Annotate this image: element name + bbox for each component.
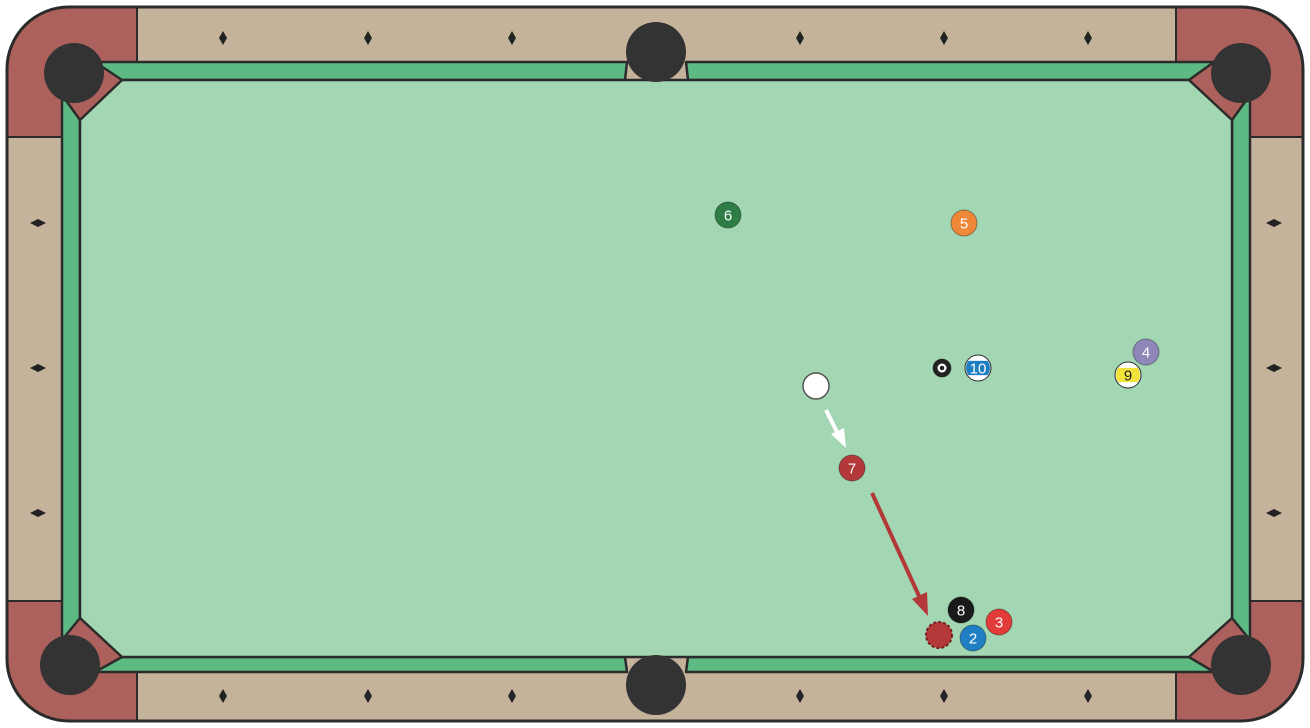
ball-4[interactable]: 4	[1133, 339, 1159, 365]
ball-number-label: 4	[1142, 345, 1150, 362]
ball-7[interactable]: 7	[839, 455, 865, 481]
ball-number-label: 9	[1124, 368, 1132, 385]
ball-number-label: 8	[957, 603, 965, 620]
ball-number-label: 2	[969, 631, 977, 648]
ball-body	[803, 373, 829, 399]
target-ghost-ball[interactable]	[926, 622, 952, 648]
pocket-bottom-right	[1211, 635, 1271, 695]
cushion-left	[62, 95, 80, 640]
ball-6[interactable]: 6	[715, 202, 741, 228]
ball-number-label: 10	[970, 361, 987, 378]
ball-body	[926, 622, 952, 648]
cue-ball[interactable]	[803, 373, 829, 399]
pocket-top-left	[44, 43, 104, 103]
ball-number-label: 7	[848, 461, 856, 478]
ball-number-label: 3	[995, 615, 1003, 632]
ball-10[interactable]: 10	[965, 355, 991, 381]
cushion-top-right	[686, 62, 1214, 80]
cushion-bottom-right	[686, 657, 1214, 672]
ball-8[interactable]: 8	[948, 597, 974, 623]
ghost-marker-ball[interactable]	[933, 359, 951, 377]
cushion-top-left	[95, 62, 627, 80]
pocket-bottom-left	[40, 635, 100, 695]
ball-ring-center	[940, 366, 945, 371]
cushion-right	[1232, 95, 1250, 640]
ball-5[interactable]: 5	[951, 210, 977, 236]
cushion-bottom-left	[95, 657, 627, 672]
pocket-bottom-middle	[626, 655, 686, 715]
ball-3[interactable]: 3	[986, 609, 1012, 635]
ball-9[interactable]: 9	[1115, 362, 1141, 388]
pocket-top-right	[1211, 43, 1271, 103]
ball-number-label: 6	[724, 208, 732, 225]
table-cloth	[80, 80, 1232, 657]
pocket-top-middle	[626, 22, 686, 82]
ball-2[interactable]: 2	[960, 625, 986, 651]
ball-number-label: 5	[960, 216, 968, 233]
